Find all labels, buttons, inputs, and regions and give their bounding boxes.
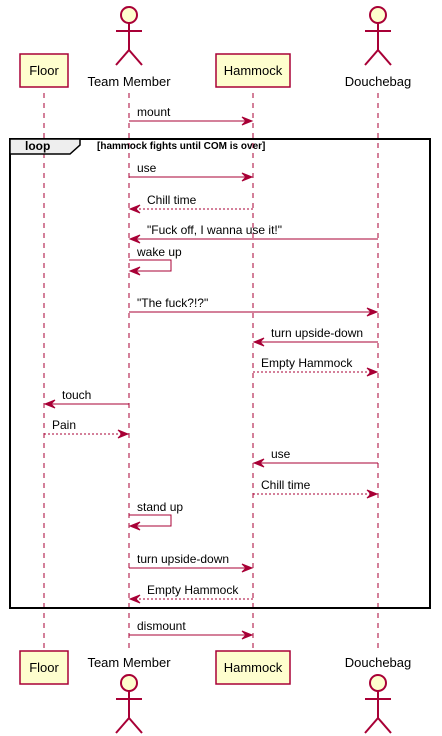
- participant-douchebag-top: Douchebag: [345, 6, 412, 89]
- actor-icon: [115, 674, 143, 734]
- message-arrowhead: [252, 337, 265, 347]
- message-label: use: [137, 161, 157, 175]
- message: "Fuck off, I wanna use it!": [128, 223, 378, 244]
- message: "The fuck?!?": [129, 296, 379, 317]
- message: touch: [43, 388, 129, 409]
- message-arrowhead: [117, 429, 130, 439]
- message-arrowhead: [241, 172, 254, 182]
- actor-icon: [364, 6, 392, 66]
- participant-douchebag-label: Douchebag: [345, 74, 412, 89]
- participant-hammock-top: Hammock: [215, 53, 291, 88]
- participant-floor-top: Floor: [19, 53, 69, 88]
- loop-guard: [hammock fights until COM is over]: [97, 141, 265, 152]
- message: Chill time: [128, 193, 253, 214]
- message-arrowhead: [366, 367, 379, 377]
- actor-icon: [115, 6, 143, 66]
- participant-floor-label-bottom: Floor: [29, 660, 59, 675]
- message-arrowhead: [241, 116, 254, 126]
- participant-team-member-label-bottom: Team Member: [87, 655, 171, 670]
- message-arrowhead: [128, 266, 141, 276]
- message: dismount: [129, 619, 254, 640]
- message: Chill time: [253, 478, 379, 499]
- message-label: Empty Hammock: [261, 356, 353, 370]
- message-label: "The fuck?!?": [137, 296, 208, 310]
- message-label: dismount: [137, 619, 186, 633]
- message: use: [252, 447, 378, 468]
- participant-team-member-top: Team Member: [87, 6, 171, 89]
- message: turn upside-down: [252, 326, 378, 347]
- message-label: Empty Hammock: [147, 583, 239, 597]
- message-arrowhead: [241, 563, 254, 573]
- message-label: Pain: [52, 418, 76, 432]
- message-label: "Fuck off, I wanna use it!": [147, 223, 282, 237]
- actor-icon: [364, 674, 392, 734]
- message-label: touch: [62, 388, 91, 402]
- message-arrowhead: [366, 307, 379, 317]
- message-arrowhead: [128, 521, 141, 531]
- participant-team-member-bottom: Team Member: [87, 655, 171, 734]
- message-label: turn upside-down: [137, 552, 229, 566]
- message: Pain: [44, 418, 130, 439]
- message-line: [129, 514, 172, 527]
- message: mount: [129, 105, 254, 126]
- message-arrowhead: [241, 630, 254, 640]
- message-label: stand up: [137, 500, 183, 514]
- participant-douchebag-bottom: Douchebag: [345, 655, 412, 734]
- participant-hammock-label: Hammock: [224, 63, 283, 78]
- message-arrowhead: [128, 204, 141, 214]
- message: Empty Hammock: [128, 583, 253, 604]
- participant-douchebag-label-bottom: Douchebag: [345, 655, 412, 670]
- message-arrowhead: [366, 489, 379, 499]
- participant-hammock-label-bottom: Hammock: [224, 660, 283, 675]
- message-label: turn upside-down: [271, 326, 363, 340]
- participant-hammock-bottom: Hammock: [215, 650, 291, 685]
- message: stand up: [128, 500, 183, 531]
- message: Empty Hammock: [253, 356, 379, 377]
- message: use: [129, 161, 254, 182]
- message-label: Chill time: [261, 478, 311, 492]
- message-label: Chill time: [147, 193, 197, 207]
- message-label: mount: [137, 105, 171, 119]
- loop-keyword: loop: [25, 139, 50, 153]
- message-line: [129, 259, 172, 272]
- participant-floor-label: Floor: [29, 63, 59, 78]
- message-arrowhead: [128, 234, 141, 244]
- message-arrowhead: [128, 594, 141, 604]
- message: wake up: [128, 245, 182, 276]
- participant-floor-bottom: Floor: [19, 650, 69, 685]
- message-arrowhead: [252, 458, 265, 468]
- message-label: use: [271, 447, 291, 461]
- message-arrowhead: [43, 399, 56, 409]
- participant-team-member-label: Team Member: [87, 74, 171, 89]
- message-label: wake up: [136, 245, 182, 259]
- loop-frame: loop [hammock fights until COM is over]: [9, 138, 431, 609]
- message: turn upside-down: [129, 552, 254, 573]
